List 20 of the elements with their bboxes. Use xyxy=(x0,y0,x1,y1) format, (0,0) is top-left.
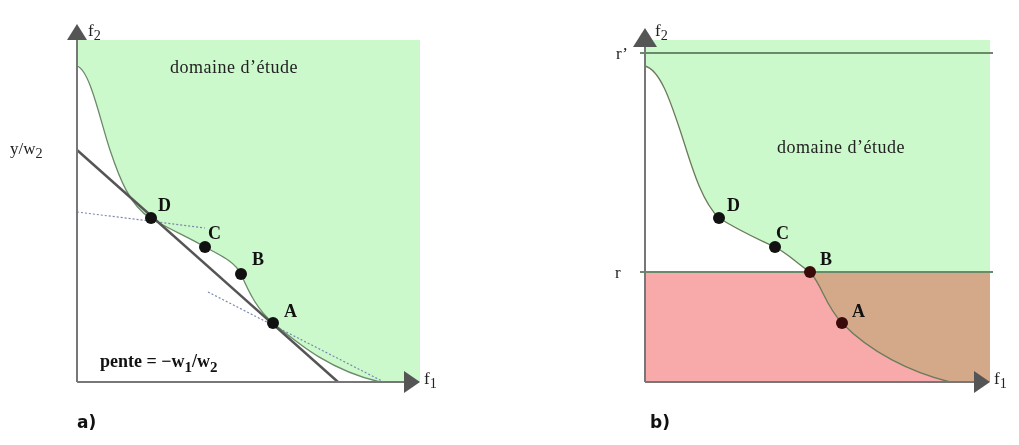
point-label: B xyxy=(820,250,832,268)
point-label: D xyxy=(727,196,740,214)
point-label: C xyxy=(208,224,221,242)
panel-label: b) xyxy=(650,414,670,431)
point-label: A xyxy=(852,302,865,320)
panel-label: a) xyxy=(77,414,97,431)
point-label: B xyxy=(252,250,264,268)
point-label: C xyxy=(776,224,789,242)
tick-label: r xyxy=(615,264,621,281)
axis-label: f$_{1}$ xyxy=(994,370,1007,391)
axis-label: f$_{2}$ xyxy=(88,22,101,43)
region-label: domaine d’étude xyxy=(170,58,298,76)
region-label: domaine d’étude xyxy=(777,138,905,156)
tick-label: y/w$_{2}$ xyxy=(10,140,43,161)
point-label: A xyxy=(284,302,297,320)
axis-label: f$_{1}$ xyxy=(424,370,437,391)
tick-label: r’ xyxy=(616,45,628,62)
slope-formula: pente = −w$_{1}$/w$_{2}$ xyxy=(100,352,218,375)
axis-label: f$_{2}$ xyxy=(655,22,668,43)
point-label: D xyxy=(158,196,171,214)
